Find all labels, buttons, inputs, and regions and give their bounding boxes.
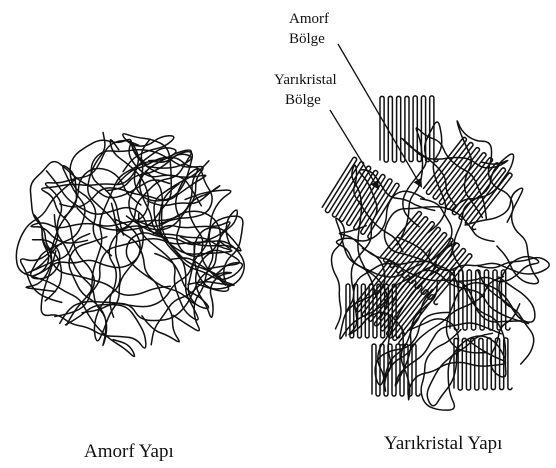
crystalline-lamella	[422, 137, 516, 231]
amorphous-structure-caption: Amorf Yapı	[84, 441, 174, 462]
amorphous-region-label-line2: Bölge	[289, 31, 325, 47]
crystalline-lamella	[346, 284, 400, 338]
amorphous-structure-illustration	[16, 133, 244, 357]
amorphous-region-label-line1: Amorf	[289, 11, 329, 27]
polymer-chain	[151, 184, 242, 345]
semicrystalline-structure-illustration	[321, 96, 549, 410]
folded-chain	[450, 270, 510, 330]
semicrystalline-structure-caption: Yarıkristal Yapı	[384, 433, 502, 454]
crystalline-lamella	[380, 96, 438, 162]
crystalline-lamella	[450, 270, 510, 330]
semicrystalline-region-label-line2: Bölge	[285, 92, 321, 108]
folded-chain	[454, 338, 512, 390]
polymer-chain	[392, 270, 528, 323]
folded-chain	[422, 137, 516, 231]
polymer-chain	[41, 251, 146, 348]
semicrystalline-region-arrow	[330, 110, 378, 188]
crystalline-lamella	[454, 338, 512, 390]
crystalline-lamellae	[321, 96, 516, 396]
semicrystalline-region-label-line1: Yarıkristal	[274, 72, 337, 88]
folded-chain	[380, 96, 438, 162]
folded-chain	[346, 284, 400, 338]
